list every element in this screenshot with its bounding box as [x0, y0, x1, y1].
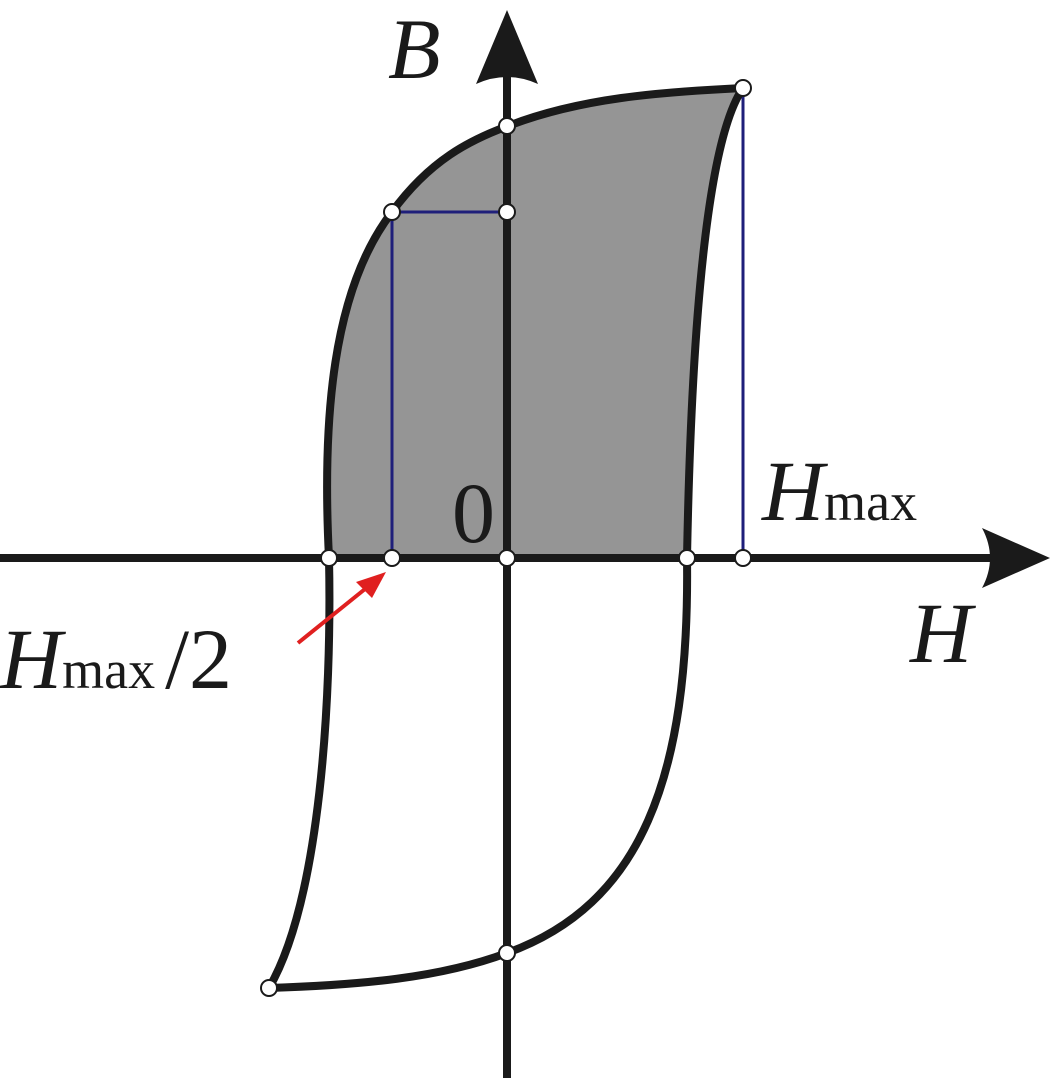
hmax-label-sub: max [824, 472, 917, 532]
pointer-arrow-head [356, 572, 386, 598]
hmax-half-label-main: H [0, 611, 66, 707]
upper-branch-curve [265, 84, 747, 992]
b-axis-label: B [388, 1, 441, 97]
hmax-half-label-sub: max [62, 640, 155, 700]
b-axis-arrowhead [476, 10, 538, 84]
shaded-region [327, 88, 743, 558]
marker-point [498, 944, 516, 962]
origin-label: 0 [452, 465, 495, 561]
marker-point [320, 549, 338, 567]
marker-point [498, 203, 516, 221]
marker-point [260, 979, 278, 997]
hmax-label: Hmax [761, 443, 917, 539]
marker-point [734, 79, 752, 97]
marker-point [498, 549, 516, 567]
marker-point [383, 549, 401, 567]
h-axis-label: H [909, 585, 976, 681]
marker-point [678, 549, 696, 567]
lower-branch-curve [265, 84, 747, 992]
hmax-half-label: Hmax/2 [0, 611, 232, 707]
marker-point [498, 117, 516, 135]
h-axis-arrowhead [982, 528, 1050, 588]
hmax-label-main: H [761, 443, 828, 539]
marker-point [383, 203, 401, 221]
pointer-arrow-line [296, 583, 372, 645]
hmax-half-label-suffix: /2 [165, 611, 232, 707]
markers [260, 79, 752, 997]
marker-point [734, 549, 752, 567]
